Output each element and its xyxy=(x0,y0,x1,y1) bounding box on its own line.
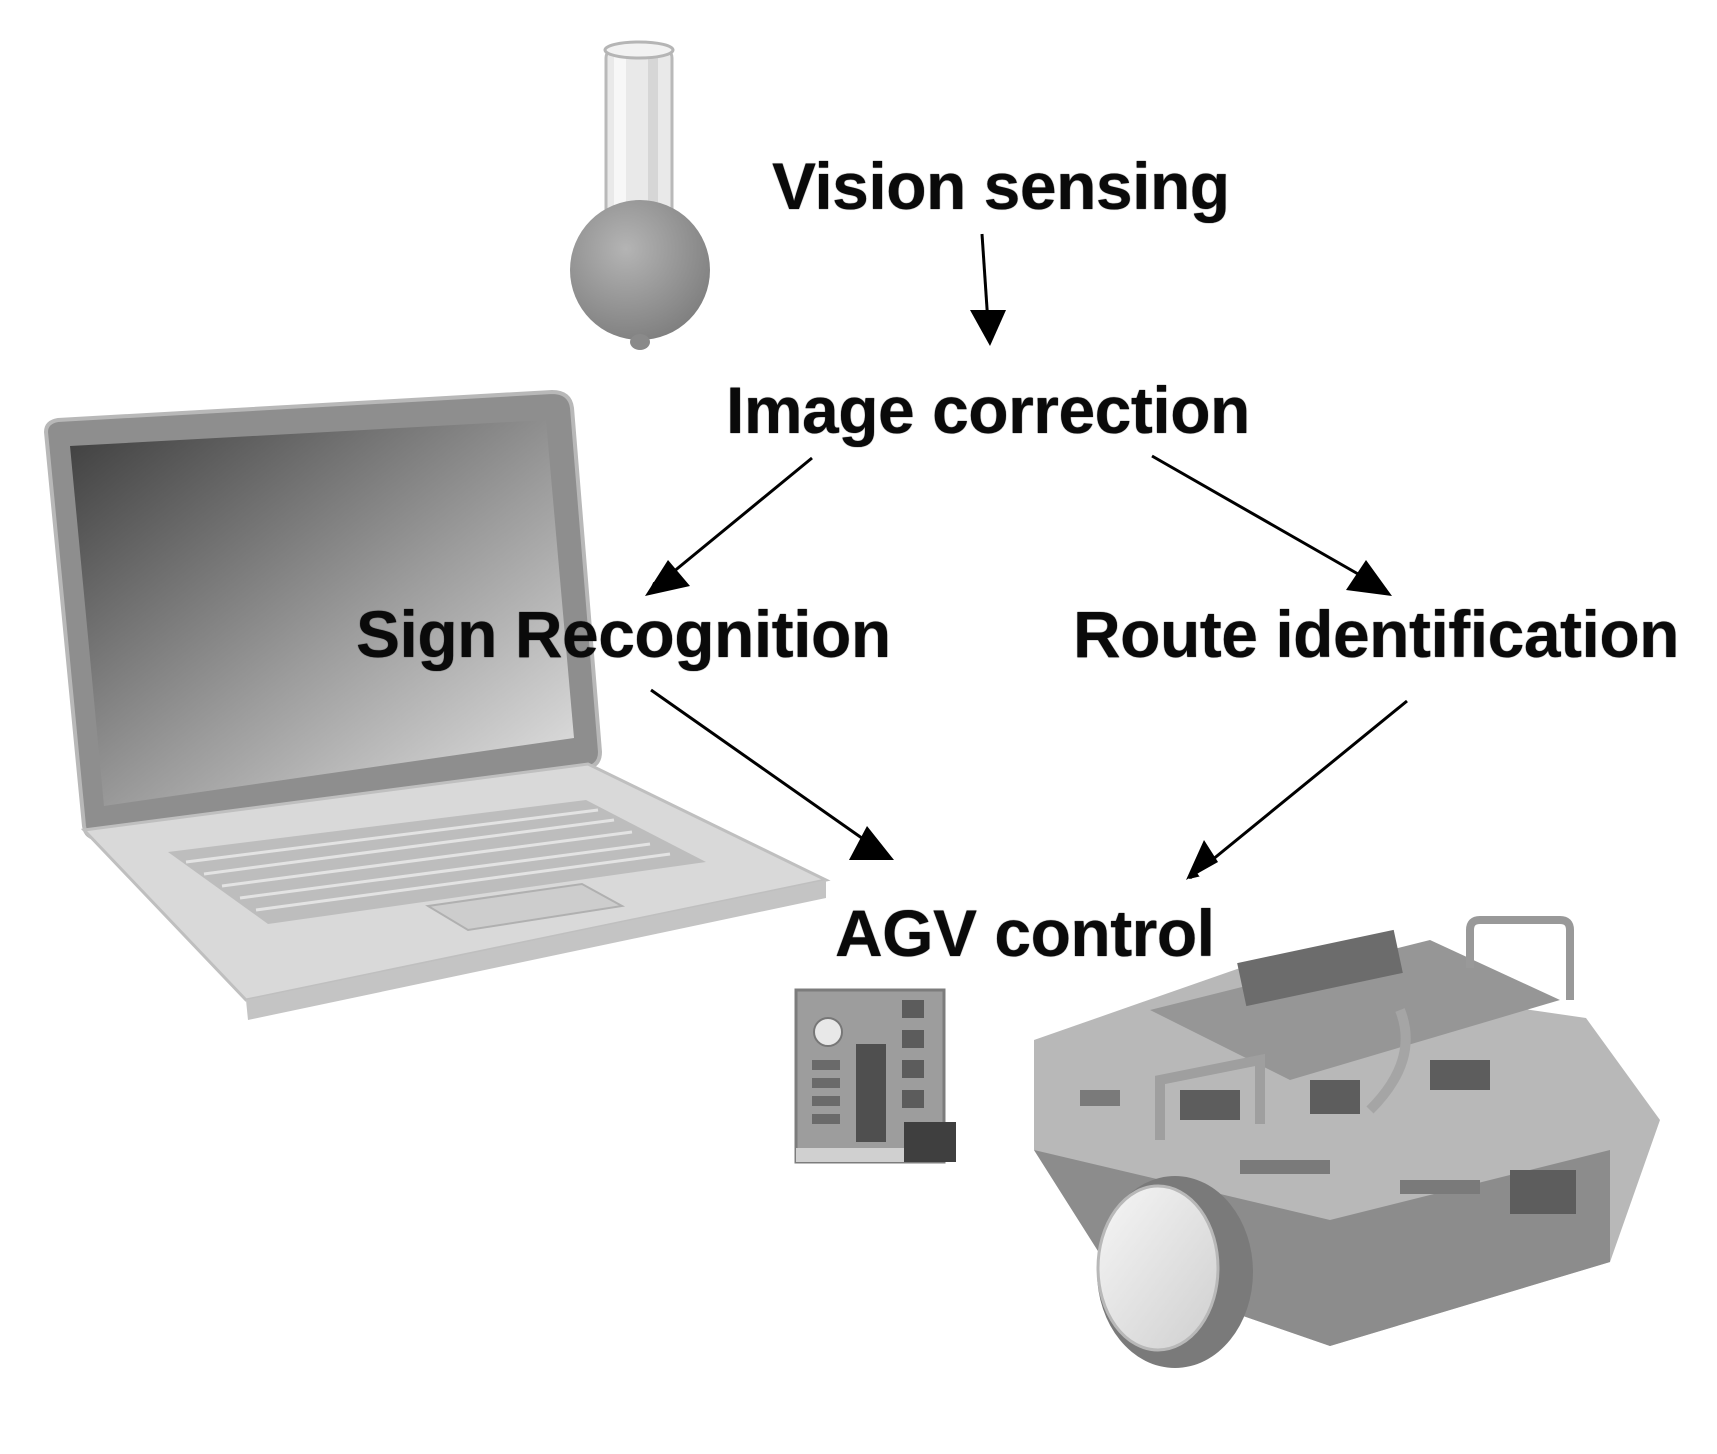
arrows xyxy=(648,233,1408,880)
node-vision-sensing: Vision sensing xyxy=(772,149,1230,223)
arrow-image-to-sign xyxy=(648,456,813,593)
arrowhead-image-to-sign xyxy=(645,560,690,596)
node-image-correction: Image correction xyxy=(726,373,1250,447)
laptop-icon xyxy=(43,389,831,1020)
node-route-identification: Route identification xyxy=(1073,597,1679,671)
arrow-image-to-route xyxy=(1151,454,1388,592)
node-agv-control: AGV control xyxy=(835,896,1215,970)
arrow-sign-to-agv xyxy=(650,688,888,857)
arrowhead-image-to-route xyxy=(1346,560,1392,596)
camera-icon xyxy=(570,40,710,350)
arrowhead-sign-to-agv xyxy=(849,826,894,860)
arrowhead-route-to-agv xyxy=(1186,840,1218,880)
control-board-icon xyxy=(794,988,956,1164)
node-sign-recognition: Sign Recognition xyxy=(356,597,891,671)
arrowhead-vision-to-image xyxy=(970,310,1006,346)
arrow-route-to-agv xyxy=(1188,699,1408,880)
arrowheads xyxy=(645,310,1392,880)
agv-robot-icon xyxy=(1034,916,1660,1368)
